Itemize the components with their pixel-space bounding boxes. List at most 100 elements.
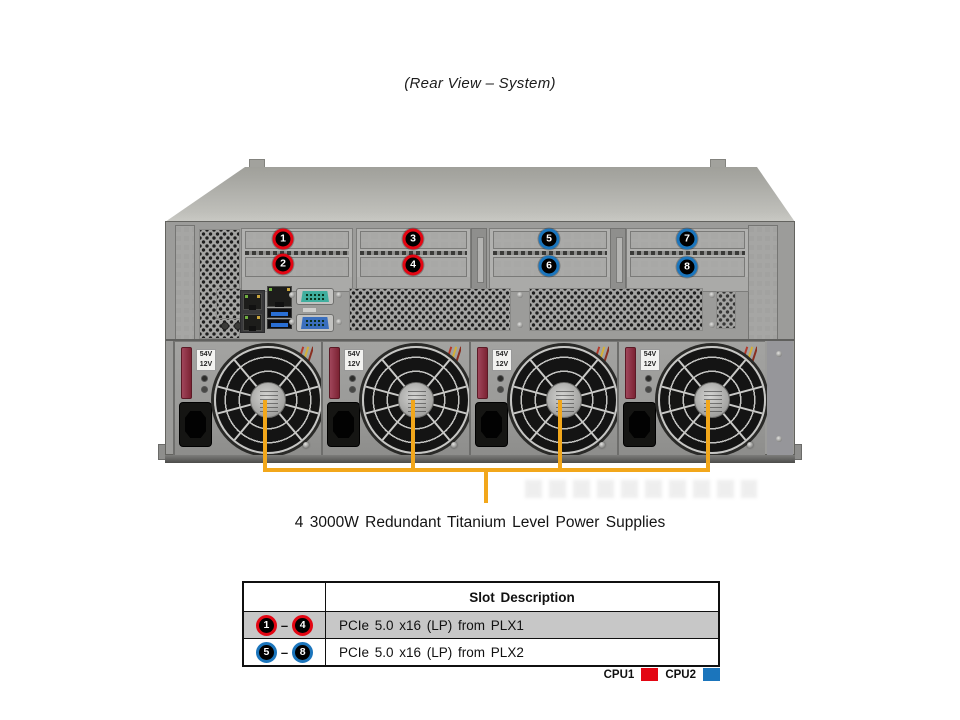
slot-callout-3: 3: [402, 228, 424, 250]
vent-mesh-right: [529, 288, 703, 331]
psu-led: [201, 386, 208, 393]
page-title: (Rear View – System): [404, 75, 556, 92]
screw: [289, 319, 295, 325]
slot-description-table: Slot Description 1 – 4 PCIe 5.0 x16 (LP)…: [242, 581, 720, 667]
cpu1-legend-label: CPU1: [603, 668, 635, 681]
screw: [517, 292, 523, 298]
slot-divider: [245, 251, 349, 255]
cpu-legend: CPU1 CPU2: [604, 668, 720, 681]
faint-watermark: [525, 480, 757, 498]
psu-led: [349, 375, 356, 382]
slot-badge-8: 8: [292, 641, 314, 663]
ipmi-lan-port-icon: [267, 286, 292, 307]
cpu2-legend-label: CPU2: [665, 668, 696, 681]
psu-fan: [510, 346, 618, 454]
screw: [289, 292, 295, 298]
slot-description-cell: PCIe 5.0 x16 (LP) from PLX1: [339, 617, 524, 633]
ac-power-inlet-icon: [327, 402, 360, 447]
bracket-line-psu4: [706, 400, 710, 470]
slot-callout-1: 1: [272, 228, 294, 250]
slot-callout-2: 2: [272, 253, 294, 275]
screw: [709, 292, 715, 298]
slot-2-grille: [245, 257, 349, 277]
slot-callout-4: 4: [402, 254, 424, 276]
psu-fan: [362, 346, 470, 454]
slot-callout-6: 6: [538, 255, 560, 277]
psu-led: [645, 386, 652, 393]
bracket-line-psu3: [558, 400, 562, 470]
slot-description-cell: PCIe 5.0 x16 (LP) from PLX2: [339, 644, 524, 660]
vent-column-right: [748, 225, 778, 341]
screw: [451, 442, 457, 448]
psu-led: [497, 386, 504, 393]
range-dash: –: [280, 617, 289, 633]
dual-ethernet-ports: [240, 290, 265, 333]
cpu2-color-swatch: [703, 668, 720, 681]
slot-callout-7: 7: [676, 228, 698, 250]
rj45-port-icon: [243, 314, 262, 331]
ac-power-inlet-icon: [623, 402, 656, 447]
slot-range-cell: 1 – 4: [244, 612, 326, 638]
bracket-line-psu2: [411, 400, 415, 470]
slot-callout-5: 5: [538, 228, 560, 250]
com-port-pins: [305, 293, 325, 300]
screw: [599, 442, 605, 448]
psu-bay-right-margin: [767, 341, 793, 456]
vent-column-left: [175, 225, 195, 341]
table-row-slots-5-8: 5 – 8 PCIe 5.0 x16 (LP) from PLX2: [244, 638, 718, 665]
screw: [709, 322, 715, 328]
fan-hub: [694, 382, 730, 418]
psu-led: [645, 375, 652, 382]
bracket-pointer-line: [484, 470, 488, 503]
panel-latch: [471, 228, 487, 292]
psu-release-handle: [625, 347, 636, 399]
slot-divider: [360, 251, 467, 255]
com-serial-port-icon: [296, 288, 334, 305]
screw: [336, 292, 342, 298]
io-vent-patch: [216, 288, 241, 319]
psu-release-handle: [329, 347, 340, 399]
panel-footer: [627, 277, 748, 291]
panel-latch: [610, 228, 626, 292]
chassis-bottom-rail: [165, 455, 795, 463]
cpu1-color-swatch: [641, 668, 659, 681]
fan-hub: [546, 382, 582, 418]
slot-badge-5: 5: [255, 641, 277, 663]
slot-1-grille: [245, 231, 349, 249]
vga-port-pins: [305, 319, 325, 327]
psu-caption: 4 3000W Redundant Titanium Level Power S…: [294, 514, 666, 531]
fan-hub: [250, 382, 286, 418]
range-dash: –: [280, 644, 289, 660]
psu-release-handle: [181, 347, 192, 399]
table-row-slots-1-4: 1 – 4 PCIe 5.0 x16 (LP) from PLX1: [244, 611, 718, 638]
panel-footer: [490, 277, 610, 291]
slot-callout-8: 8: [676, 256, 698, 278]
slot-range-cell: 5 – 8: [244, 639, 326, 665]
slot-divider: [630, 251, 745, 255]
chassis-seam: [166, 339, 794, 341]
bracket-line-psu1: [263, 400, 267, 470]
table-header-slot-description: Slot Description: [469, 589, 575, 605]
reset-button: [221, 322, 229, 330]
rj45-port-icon: [243, 293, 262, 310]
vent-mesh-center: [349, 288, 511, 331]
psu-release-handle: [477, 347, 488, 399]
table-header-empty-cell: [244, 583, 326, 611]
mesh-column-left: [199, 229, 240, 339]
panel-footer: [357, 277, 470, 291]
psu-led: [497, 375, 504, 382]
psu-fan: [658, 346, 766, 454]
psu-led: [201, 375, 208, 382]
vent-patch-small: [716, 291, 736, 329]
slot-badge-1: 1: [255, 614, 277, 636]
